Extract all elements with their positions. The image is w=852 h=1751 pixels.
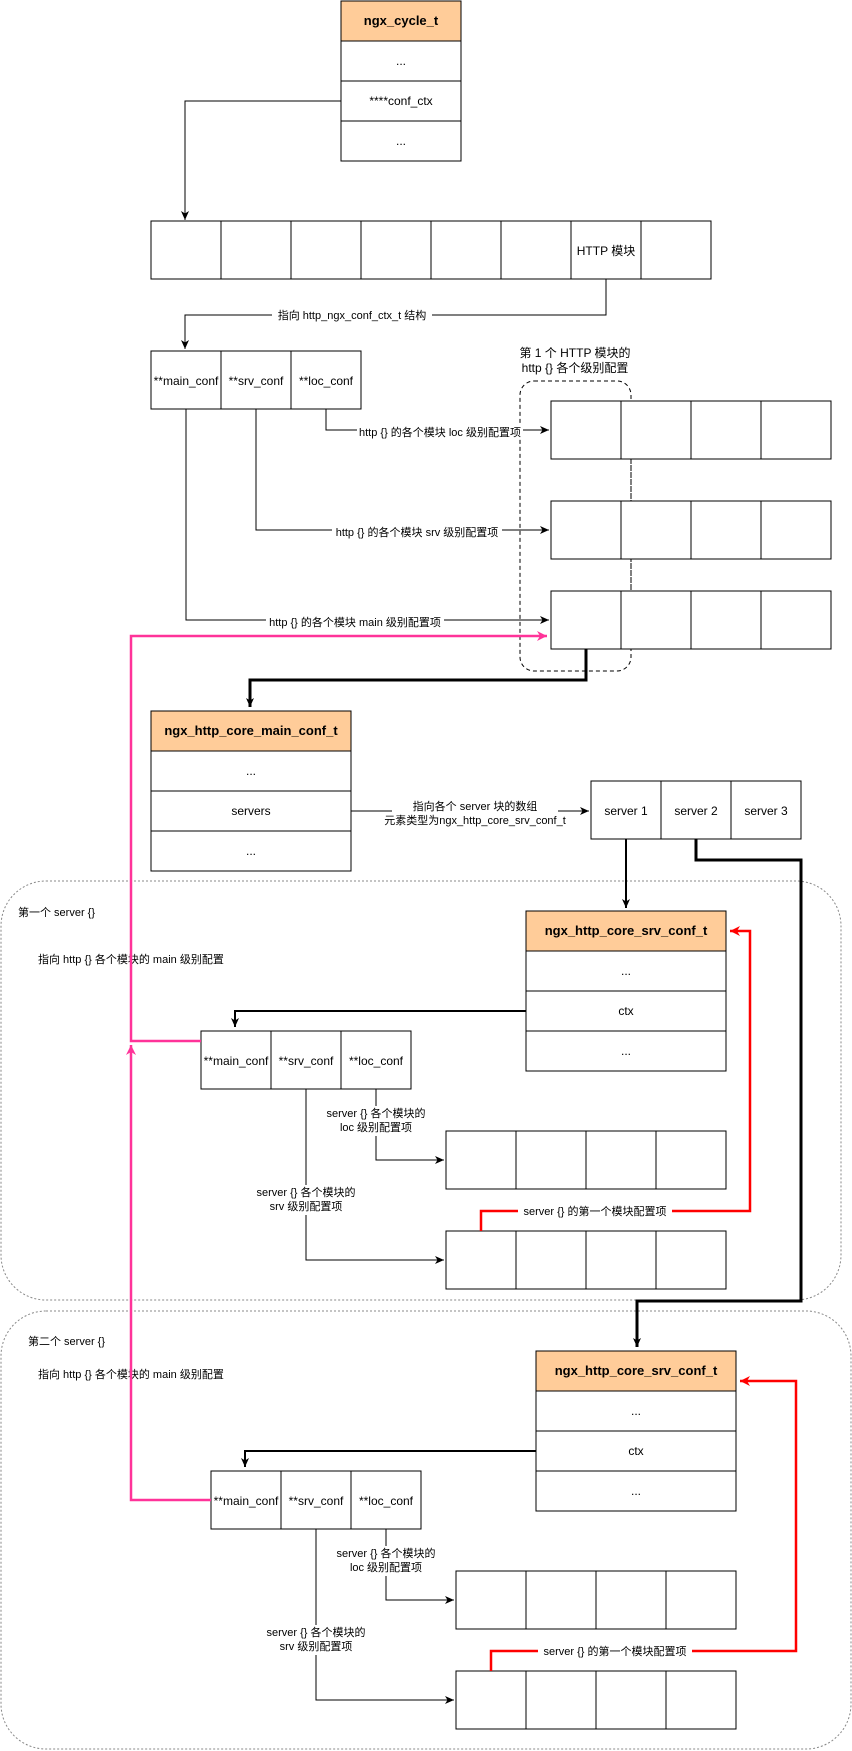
server1-loc-label: server {} 各个模块的 xyxy=(326,1106,425,1120)
ngx-cycle-row-text: ... xyxy=(396,54,406,68)
core-main-conf-row: ... xyxy=(246,844,256,858)
server1-ctx-arrow xyxy=(231,1010,526,1027)
server2-arrow xyxy=(633,839,803,1347)
server2-ctx-arrow xyxy=(241,1450,536,1467)
first-http-module-label: 第 1 个 HTTP 模块的 xyxy=(519,345,630,360)
core-main-conf-row: ... xyxy=(246,764,256,778)
ngx-cycle-row-text: ... xyxy=(396,134,406,148)
srv-conf-label: **srv_conf xyxy=(289,1494,344,1508)
ctx-cell xyxy=(150,350,222,410)
server1-srv-conf-struct: ngx_http_core_srv_conf_t ... ctx ... xyxy=(525,910,727,1072)
first-http-module-label: http {} 各个级别配置 xyxy=(522,360,629,375)
ngx-cycle-struct: ngx_cycle_t ... ****conf_ctx ... xyxy=(340,0,462,162)
server-3-label: server 3 xyxy=(744,804,788,818)
server2-loc-array xyxy=(455,1570,737,1630)
module-cell xyxy=(360,220,432,280)
ngx-cycle-row xyxy=(340,40,462,82)
loc-conf-label: **loc_conf xyxy=(349,1054,404,1068)
server2-srv-label: srv 级别配置项 xyxy=(280,1640,353,1653)
srv-conf-label: **srv_conf xyxy=(229,374,284,388)
server-1-label: server 1 xyxy=(604,804,648,818)
srv-conf-label: **srv_conf xyxy=(279,1054,334,1068)
http-conf-ctx: **main_conf **srv_conf **loc_conf xyxy=(150,350,362,410)
srv-conf-row: ctx xyxy=(618,1004,633,1018)
srv-conf-row: ... xyxy=(631,1484,641,1498)
http-srv-array xyxy=(550,500,832,560)
server1-srv-label: server {} 各个模块的 xyxy=(256,1185,355,1199)
server1-srv-label: srv 级别配置项 xyxy=(270,1200,343,1213)
servers-label: 元素类型为ngx_http_core_srv_conf_t xyxy=(384,813,566,827)
module-cell xyxy=(150,220,222,280)
http-main-array xyxy=(550,590,832,650)
server2-loc-label: loc 级别配置项 xyxy=(350,1561,422,1574)
conf-ctx-arrow xyxy=(181,100,341,220)
server2-main-conf-pink-arrow xyxy=(126,1045,211,1502)
http-loc-label: http {} 的各个模块 loc 级别配置项 xyxy=(359,425,521,439)
main-conf-arrow xyxy=(185,409,549,624)
module-cell xyxy=(290,220,362,280)
server1-srv-arrow xyxy=(305,1089,444,1264)
first-http-module-group xyxy=(519,380,632,672)
srv-conf-row: ... xyxy=(621,1044,631,1058)
ngx-cycle-row-text: ****conf_ctx xyxy=(369,94,432,108)
server2-group-label: 第二个 server {} xyxy=(28,1334,105,1348)
core-main-conf-row: servers xyxy=(231,804,270,818)
module-cell xyxy=(220,220,292,280)
server-2-label: server 2 xyxy=(674,804,718,818)
ngx-cycle-header xyxy=(340,0,462,42)
srv-conf-row: ... xyxy=(631,1404,641,1418)
core-main-conf-title: ngx_http_core_main_conf_t xyxy=(164,723,338,738)
servers-label: 指向各个 server 块的数组 xyxy=(413,799,538,813)
loc-conf-label: **loc_conf xyxy=(299,374,354,388)
server2-group xyxy=(0,1310,852,1750)
http-module-label: HTTP 模块 xyxy=(577,244,635,258)
server1-ctx: **main_conf **srv_conf **loc_conf xyxy=(200,1030,412,1090)
main-conf-label: **main_conf xyxy=(204,1054,269,1068)
http-srv-label: http {} 的各个模块 srv 级别配置项 xyxy=(336,525,499,539)
server1-srv-array xyxy=(445,1230,727,1290)
http-main-label: http {} 的各个模块 main 级别配置项 xyxy=(269,615,441,629)
modules-array: HTTP 模块 xyxy=(150,220,712,280)
server2-first-module-label: server {} 的第一个模块配置项 xyxy=(543,1644,686,1658)
servers-array: server 1 server 2 server 3 xyxy=(590,780,802,840)
server1-loc-label: loc 级别配置项 xyxy=(340,1121,412,1134)
server1-group-label: 第一个 server {} xyxy=(18,905,95,919)
server2-srv-label: server {} 各个模块的 xyxy=(266,1625,365,1639)
server1-first-module-arrow xyxy=(479,926,752,1231)
server2-ctx: **main_conf **srv_conf **loc_conf xyxy=(210,1470,422,1530)
main-conf-label: **main_conf xyxy=(154,374,219,388)
server1-main-conf-pink-arrow xyxy=(129,631,547,1043)
server2-loc-label: server {} 各个模块的 xyxy=(336,1546,435,1560)
server2-srv-conf-title: ngx_http_core_srv_conf_t xyxy=(555,1363,718,1378)
ngx-cycle-row xyxy=(340,120,462,162)
http-conf-ctx-label: 指向 http_ngx_conf_ctx_t 结构 xyxy=(278,308,427,322)
server1-srv-conf-title: ngx_http_core_srv_conf_t xyxy=(545,923,708,938)
server1-group xyxy=(0,880,842,1301)
module-cell xyxy=(640,220,712,280)
core-main-conf-arrow xyxy=(246,649,588,707)
module-cell xyxy=(430,220,502,280)
srv-conf-row: ... xyxy=(621,964,631,978)
server2-srv-conf-struct: ngx_http_core_srv_conf_t ... ctx ... xyxy=(535,1350,737,1512)
http-loc-array xyxy=(550,400,832,460)
server2-first-module-arrow xyxy=(489,1376,798,1671)
server2-srv-arrow xyxy=(315,1529,454,1704)
srv-conf-row: ctx xyxy=(628,1444,643,1458)
loc-conf-label: **loc_conf xyxy=(359,1494,414,1508)
main-conf-label: **main_conf xyxy=(214,1494,279,1508)
server1-first-module-label: server {} 的第一个模块配置项 xyxy=(523,1204,666,1218)
module-cell xyxy=(500,220,572,280)
server2-srv-array xyxy=(455,1670,737,1730)
server1-loc-array xyxy=(445,1130,727,1190)
core-main-conf-struct: ngx_http_core_main_conf_t ... servers ..… xyxy=(150,710,352,872)
ngx-cycle-title: ngx_cycle_t xyxy=(364,13,439,28)
